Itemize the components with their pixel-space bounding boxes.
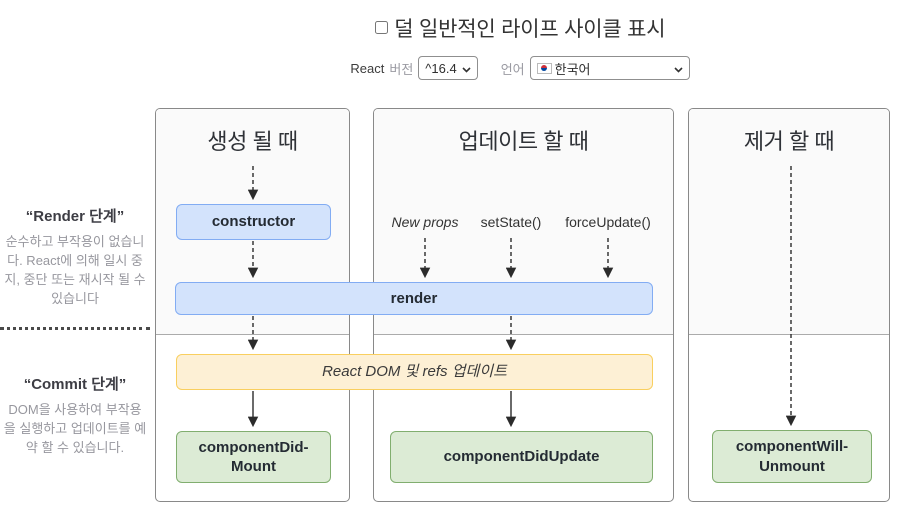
- column-updating-title: 업데이트 할 때: [458, 129, 589, 154]
- trigger-force-update[interactable]: forceUpdate(): [565, 214, 651, 230]
- phase-divider-dotted-line: [0, 327, 150, 330]
- render-phase-title: “Render 단계”: [25, 208, 125, 225]
- language-label: 언어: [500, 61, 525, 77]
- node-react-dom-refs-update: React DOM 및 refs 업데이트: [176, 354, 653, 390]
- version-label: 버전: [389, 61, 414, 77]
- show-less-common-checkbox[interactable]: [374, 21, 388, 34]
- korean-flag-icon: [536, 62, 552, 74]
- language-value: 한국어: [554, 61, 591, 77]
- node-component-did-mount[interactable]: componentDid- Mount: [176, 431, 331, 483]
- trigger-new-props: New props: [391, 214, 459, 230]
- chevron-down-icon: [462, 61, 471, 76]
- controls-row: React 버전 ^16.4 언어 한국어: [150, 56, 890, 80]
- chevron-down-icon: [674, 61, 683, 76]
- node-constructor[interactable]: constructor: [176, 204, 331, 240]
- node-component-did-update[interactable]: componentDidUpdate: [390, 431, 653, 483]
- node-component-will-unmount[interactable]: componentWill- Unmount: [712, 430, 872, 483]
- render-phase-region: [689, 109, 889, 335]
- column-mounting-title: 생성 될 때: [207, 129, 298, 154]
- react-label: React: [350, 60, 385, 76]
- page-title: 덜 일반적인 라이프 사이클 표시: [394, 18, 666, 41]
- page-title-row: 덜 일반적인 라이프 사이클 표시: [150, 13, 890, 43]
- render-phase-label-block: “Render 단계” 순수하고 부작용이 없습니다. React에 의해 일시…: [0, 205, 150, 308]
- commit-phase-description: DOM을 사용하여 부작용을 실행하고 업데이트를 예약 할 수 있습니다.: [3, 402, 147, 455]
- commit-phase-label-block: “Commit 단계” DOM을 사용하여 부작용을 실행하고 업데이트를 예약…: [0, 373, 150, 458]
- commit-phase-title: “Commit 단계”: [23, 376, 127, 393]
- react-version-value: ^16.4: [425, 60, 457, 76]
- render-phase-description: 순수하고 부작용이 없습니다. React에 의해 일시 중지, 중단 또는 재…: [4, 234, 146, 306]
- column-unmounting-title: 제거 할 때: [743, 129, 835, 154]
- react-version-select[interactable]: ^16.4: [418, 56, 478, 80]
- language-select[interactable]: 한국어: [529, 56, 690, 80]
- trigger-set-state[interactable]: setState(): [480, 214, 542, 230]
- node-render[interactable]: render: [175, 282, 653, 315]
